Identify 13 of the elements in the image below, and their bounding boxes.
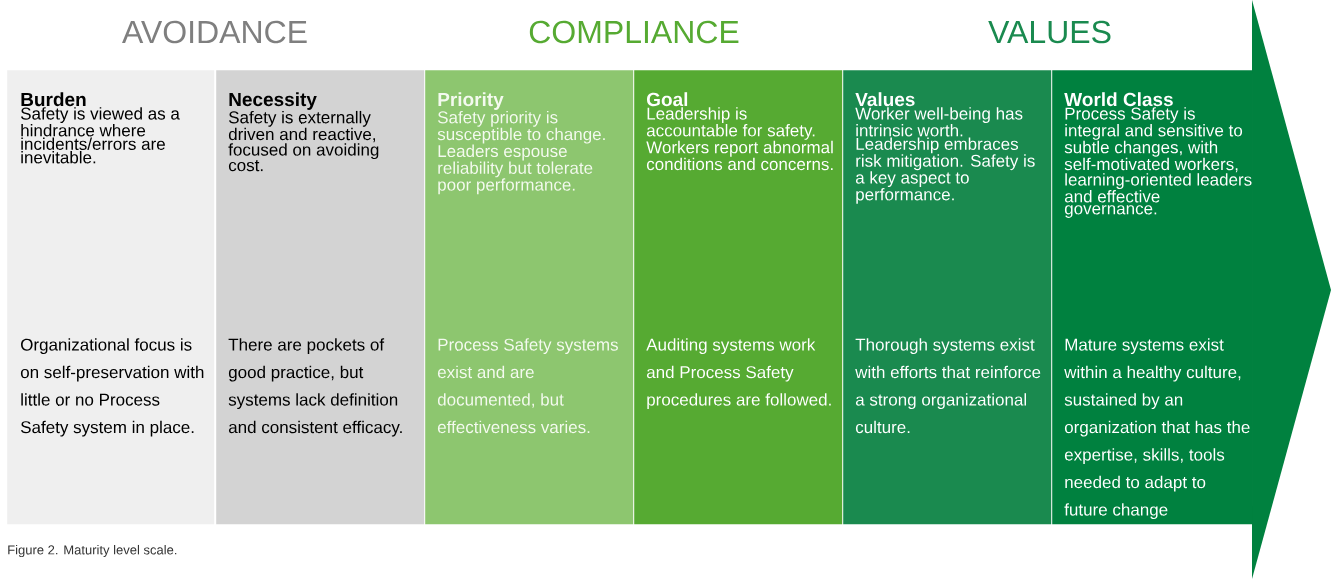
level-column: Values Worker well-being has intrinsic worth. Leadership embraces risk mitigation. Safety is a key aspect to performance. Thorough systems exist with efforts that reinforce a strong organizational culture. <box>843 70 1052 525</box>
stage-heading: VALUES <box>988 20 1111 44</box>
node-label: Mature systems exist within a healthy culture, sustained by an organization that has the expertise, skills, tools needed to adapt to future change <box>1064 338 1250 520</box>
node-label: Process Safety is integral and sensitive to subtle changes, with self-motivated workers, learning-oriented leaders and effective governance. <box>1064 107 1252 218</box>
level-column: World Class Process Safety is integral and sensitive to subtle changes, with self-motivated workers, learning-oriented leaders and effective governance. Mature systems exist within a healthy culture, sustained by an organization that has the expertise, skills, tools needed to adapt to future change <box>1052 70 1253 525</box>
level-column: Necessity Safety is externally driven and reactive, focused on avoiding cost. There are pockets of good practice, but systems lack definition and consistent efficacy. <box>216 70 425 525</box>
level-column: Priority Safety priority is susceptible to change. Leaders espouse reliability but tolerate poor performance. Process Safety systems exist and are documented, but effectiveness varies. <box>425 70 634 525</box>
level-column: Burden Safety is viewed as a hindrance where incidents/errors are inevitable. Organizational focus is on self-preservation with little or no Process Safety system in place. <box>7 70 215 525</box>
stage-heading: COMPLIANCE <box>529 20 739 44</box>
level-column: Goal Leadership is accountable for safety. Workers report abnormal conditions and concerns. Auditing systems work and Process Safety procedures are followed. <box>634 70 843 525</box>
stage-heading: AVOIDANCE <box>122 20 307 44</box>
node-label: World Class <box>1064 92 1173 107</box>
caption: Figure 2. Maturity level scale. <box>8 544 177 558</box>
